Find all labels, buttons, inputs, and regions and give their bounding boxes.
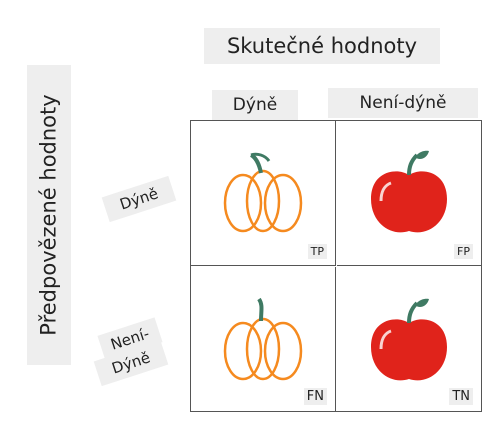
cell-false-positive: FP bbox=[337, 121, 481, 266]
fn-label: FN bbox=[303, 388, 327, 405]
pumpkin-icon bbox=[223, 297, 303, 381]
pumpkin-icon bbox=[223, 152, 303, 233]
apple-icon bbox=[371, 150, 447, 233]
predicted-values-title: Předpovězené hodnoty bbox=[27, 65, 71, 365]
tn-label: TN bbox=[449, 388, 473, 405]
cell-true-negative: TN bbox=[337, 267, 481, 411]
tp-label: TP bbox=[307, 244, 327, 259]
column-header-not-pumpkin: Není-dýně bbox=[328, 88, 478, 118]
row-header-pumpkin: Dýně bbox=[101, 175, 177, 223]
fp-label: FP bbox=[454, 244, 473, 259]
cell-false-negative: FN bbox=[191, 267, 336, 411]
predicted-values-title-text: Předpovězené hodnoty bbox=[37, 94, 61, 336]
cell-true-positive: TP bbox=[191, 121, 336, 266]
column-header-pumpkin: Dýně bbox=[212, 90, 298, 120]
confusion-matrix: TP FP FN TN bbox=[190, 120, 482, 412]
actual-values-title: Skutečné hodnoty bbox=[204, 28, 440, 64]
apple-icon bbox=[371, 298, 447, 381]
